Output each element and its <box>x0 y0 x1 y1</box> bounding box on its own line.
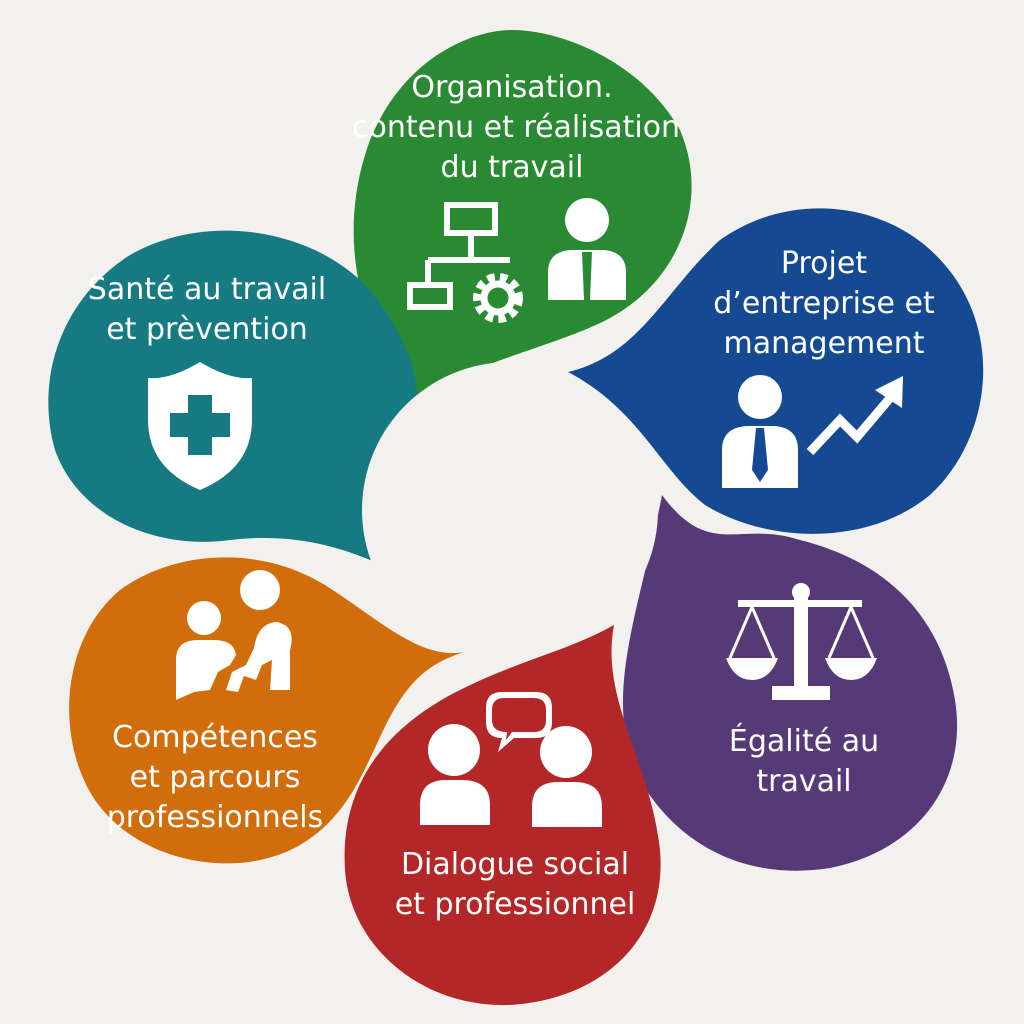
label-line: Organisation. <box>411 70 613 105</box>
org-chart-gear-person-icon <box>407 198 626 323</box>
health-shield-icon <box>148 362 252 490</box>
bubble-shape <box>568 208 984 534</box>
label-competences: Compétences et parcours professionnels <box>95 718 335 838</box>
bubble-shape <box>622 495 958 871</box>
label-line: et professionnel <box>394 887 636 922</box>
manager-growth-arrow-icon <box>722 375 903 488</box>
label-line: Compétences <box>112 720 318 755</box>
label-organisation: Organisation. contenu et réalisation du … <box>352 68 681 188</box>
balance-scale-icon <box>726 583 877 700</box>
label-line: travail <box>756 764 852 799</box>
bubble-dialogue <box>344 625 661 1006</box>
bubble-organisation <box>353 30 692 402</box>
bubble-projet <box>568 208 984 534</box>
label-line: Dialogue social <box>400 847 630 882</box>
label-egalite: Égalité au travail <box>704 722 904 802</box>
bubble-competences <box>69 557 465 864</box>
label-line: et prèvention <box>106 312 308 347</box>
label-line: Égalité au <box>728 724 880 759</box>
bubble-egalite <box>622 495 958 871</box>
label-line: management <box>723 326 925 361</box>
people-speech-bubble-icon <box>420 692 602 827</box>
center-circle <box>362 362 658 658</box>
people-career-icon <box>176 570 292 700</box>
label-line: contenu et réalisation <box>352 110 681 145</box>
label-line: du travail <box>440 150 584 185</box>
label-projet: Projet d’entreprise et management <box>709 244 939 364</box>
label-line: et parcours <box>129 760 301 795</box>
label-dialogue: Dialogue social et professionnel <box>385 845 645 925</box>
bubble-sante <box>48 230 418 563</box>
bubble-shape <box>344 625 661 1006</box>
label-line: professionnels <box>106 800 324 835</box>
label-line: d’entreprise et <box>713 286 935 321</box>
label-sante: Santé au travail et prèvention <box>77 270 337 350</box>
label-line: Santé au travail <box>87 272 327 307</box>
bubble-shape <box>69 557 465 864</box>
label-line: Projet <box>780 246 868 281</box>
